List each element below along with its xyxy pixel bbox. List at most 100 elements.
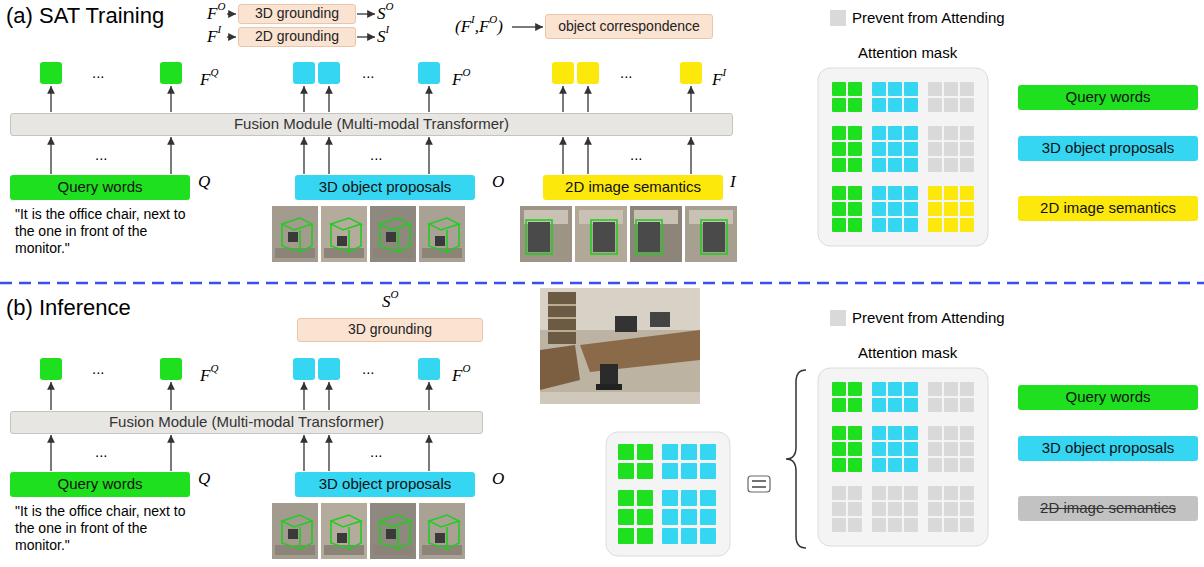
mask-cell: [904, 502, 918, 516]
output-token: [680, 62, 702, 84]
arrow: [170, 137, 171, 174]
box-text: 3D grounding: [348, 322, 432, 337]
mask-cell: [848, 82, 862, 96]
mask-cell: [960, 158, 974, 172]
section-divider: [0, 282, 1204, 285]
mask-cell: [872, 186, 886, 200]
legend-text: Prevent from Attending: [852, 9, 1005, 26]
mask-cell: [662, 490, 678, 506]
mask-cell: [848, 126, 862, 140]
mask-cell: [904, 398, 918, 412]
object-shape: [528, 222, 550, 252]
mask-cell: [944, 142, 958, 156]
mask-cell: [960, 426, 974, 440]
legend-swatch: [830, 310, 846, 326]
input-arrow: [50, 435, 51, 471]
desk: [580, 330, 700, 372]
object-shape: [337, 533, 347, 543]
shelf: [548, 304, 576, 306]
box-text: 3D object proposals: [319, 476, 452, 493]
3d-box: [380, 515, 410, 549]
2d-box: [526, 220, 552, 254]
mask-cell: [928, 142, 942, 156]
mask-cell: [832, 98, 846, 112]
math-symbol: I: [730, 172, 736, 192]
scene-thumbnail: [272, 503, 318, 559]
mask-cell: [832, 202, 846, 216]
box-text: Query words: [57, 476, 142, 493]
superscript: I: [386, 23, 390, 36]
mask-cell: [618, 509, 634, 525]
mask-cell: [960, 126, 974, 140]
mask-cell: [848, 142, 862, 156]
mask-cell: [960, 142, 974, 156]
mask-cell: [872, 426, 886, 440]
mask-cell: [960, 82, 974, 96]
mask-panel: [818, 368, 988, 546]
fusion-module: Fusion Module (Multi-modal Transformer): [10, 113, 733, 136]
superscript: I: [471, 13, 475, 26]
mask-cell: [944, 398, 958, 412]
label-text: ...: [370, 146, 383, 163]
arrow: [357, 36, 375, 37]
mask-cell: [832, 518, 846, 532]
token-bar: Query words: [10, 175, 190, 200]
brace: [786, 370, 806, 548]
mask-cell: [888, 398, 902, 412]
label-text: Attention mask: [858, 44, 957, 61]
mask-cell: [832, 442, 846, 456]
box-text: Query words: [57, 179, 142, 196]
superscript: O: [217, 0, 225, 13]
mask-cell: [928, 126, 942, 140]
mask-cell: [681, 528, 697, 544]
label-text: ...: [95, 146, 108, 163]
head-box: 3D grounding: [297, 318, 483, 342]
mask-cell: [872, 486, 886, 500]
superscript: O: [462, 362, 470, 375]
query-text: "It is the office chair, next to the one…: [15, 206, 190, 256]
3d-box: [331, 515, 361, 549]
superscript: O: [462, 66, 470, 79]
3d-box: [331, 218, 361, 252]
arrow: [328, 86, 329, 112]
mask-cell: [700, 463, 716, 479]
mask-cell: [888, 186, 902, 200]
mask-cell: [832, 158, 846, 172]
box-text: Query words: [1065, 389, 1150, 406]
mask-cell: [888, 126, 902, 140]
mask-cell: [944, 158, 958, 172]
token-bar: 3D object proposals: [1018, 436, 1198, 461]
math-symbol: F: [200, 70, 210, 90]
arrow: [428, 435, 429, 471]
math-symbol: F: [207, 4, 217, 24]
mask-cell: [637, 509, 653, 525]
2d-box: [636, 220, 662, 254]
mask-cell: [888, 486, 902, 500]
label-text: ...: [362, 360, 375, 377]
mask-cell: [928, 458, 942, 472]
superscript: I: [722, 66, 726, 79]
mask-cell: [888, 82, 902, 96]
math-symbol: ,F: [475, 17, 490, 37]
equals-sign: [748, 476, 770, 492]
mask-cell: [888, 98, 902, 112]
mask-cell: [681, 509, 697, 525]
token-bar: Query words: [1018, 385, 1198, 410]
superscript: O: [386, 0, 394, 13]
box-text: 2D image semantics: [1040, 500, 1176, 517]
mask-cell: [904, 426, 918, 440]
mask-cell: [618, 490, 634, 506]
object-shape: [386, 232, 396, 242]
label-text: ...: [630, 146, 643, 163]
mask-cell: [872, 202, 886, 216]
mask-cell: [928, 398, 942, 412]
box-text: Fusion Module (Multi-modal Transformer): [234, 116, 509, 133]
mask-cell: [848, 426, 862, 440]
mask-cell: [888, 518, 902, 532]
arrow: [303, 382, 304, 410]
monitor: [650, 312, 670, 327]
shelf: [548, 330, 576, 332]
head-box: 3D grounding: [238, 4, 356, 24]
box-text: 3D object proposals: [1042, 140, 1175, 157]
